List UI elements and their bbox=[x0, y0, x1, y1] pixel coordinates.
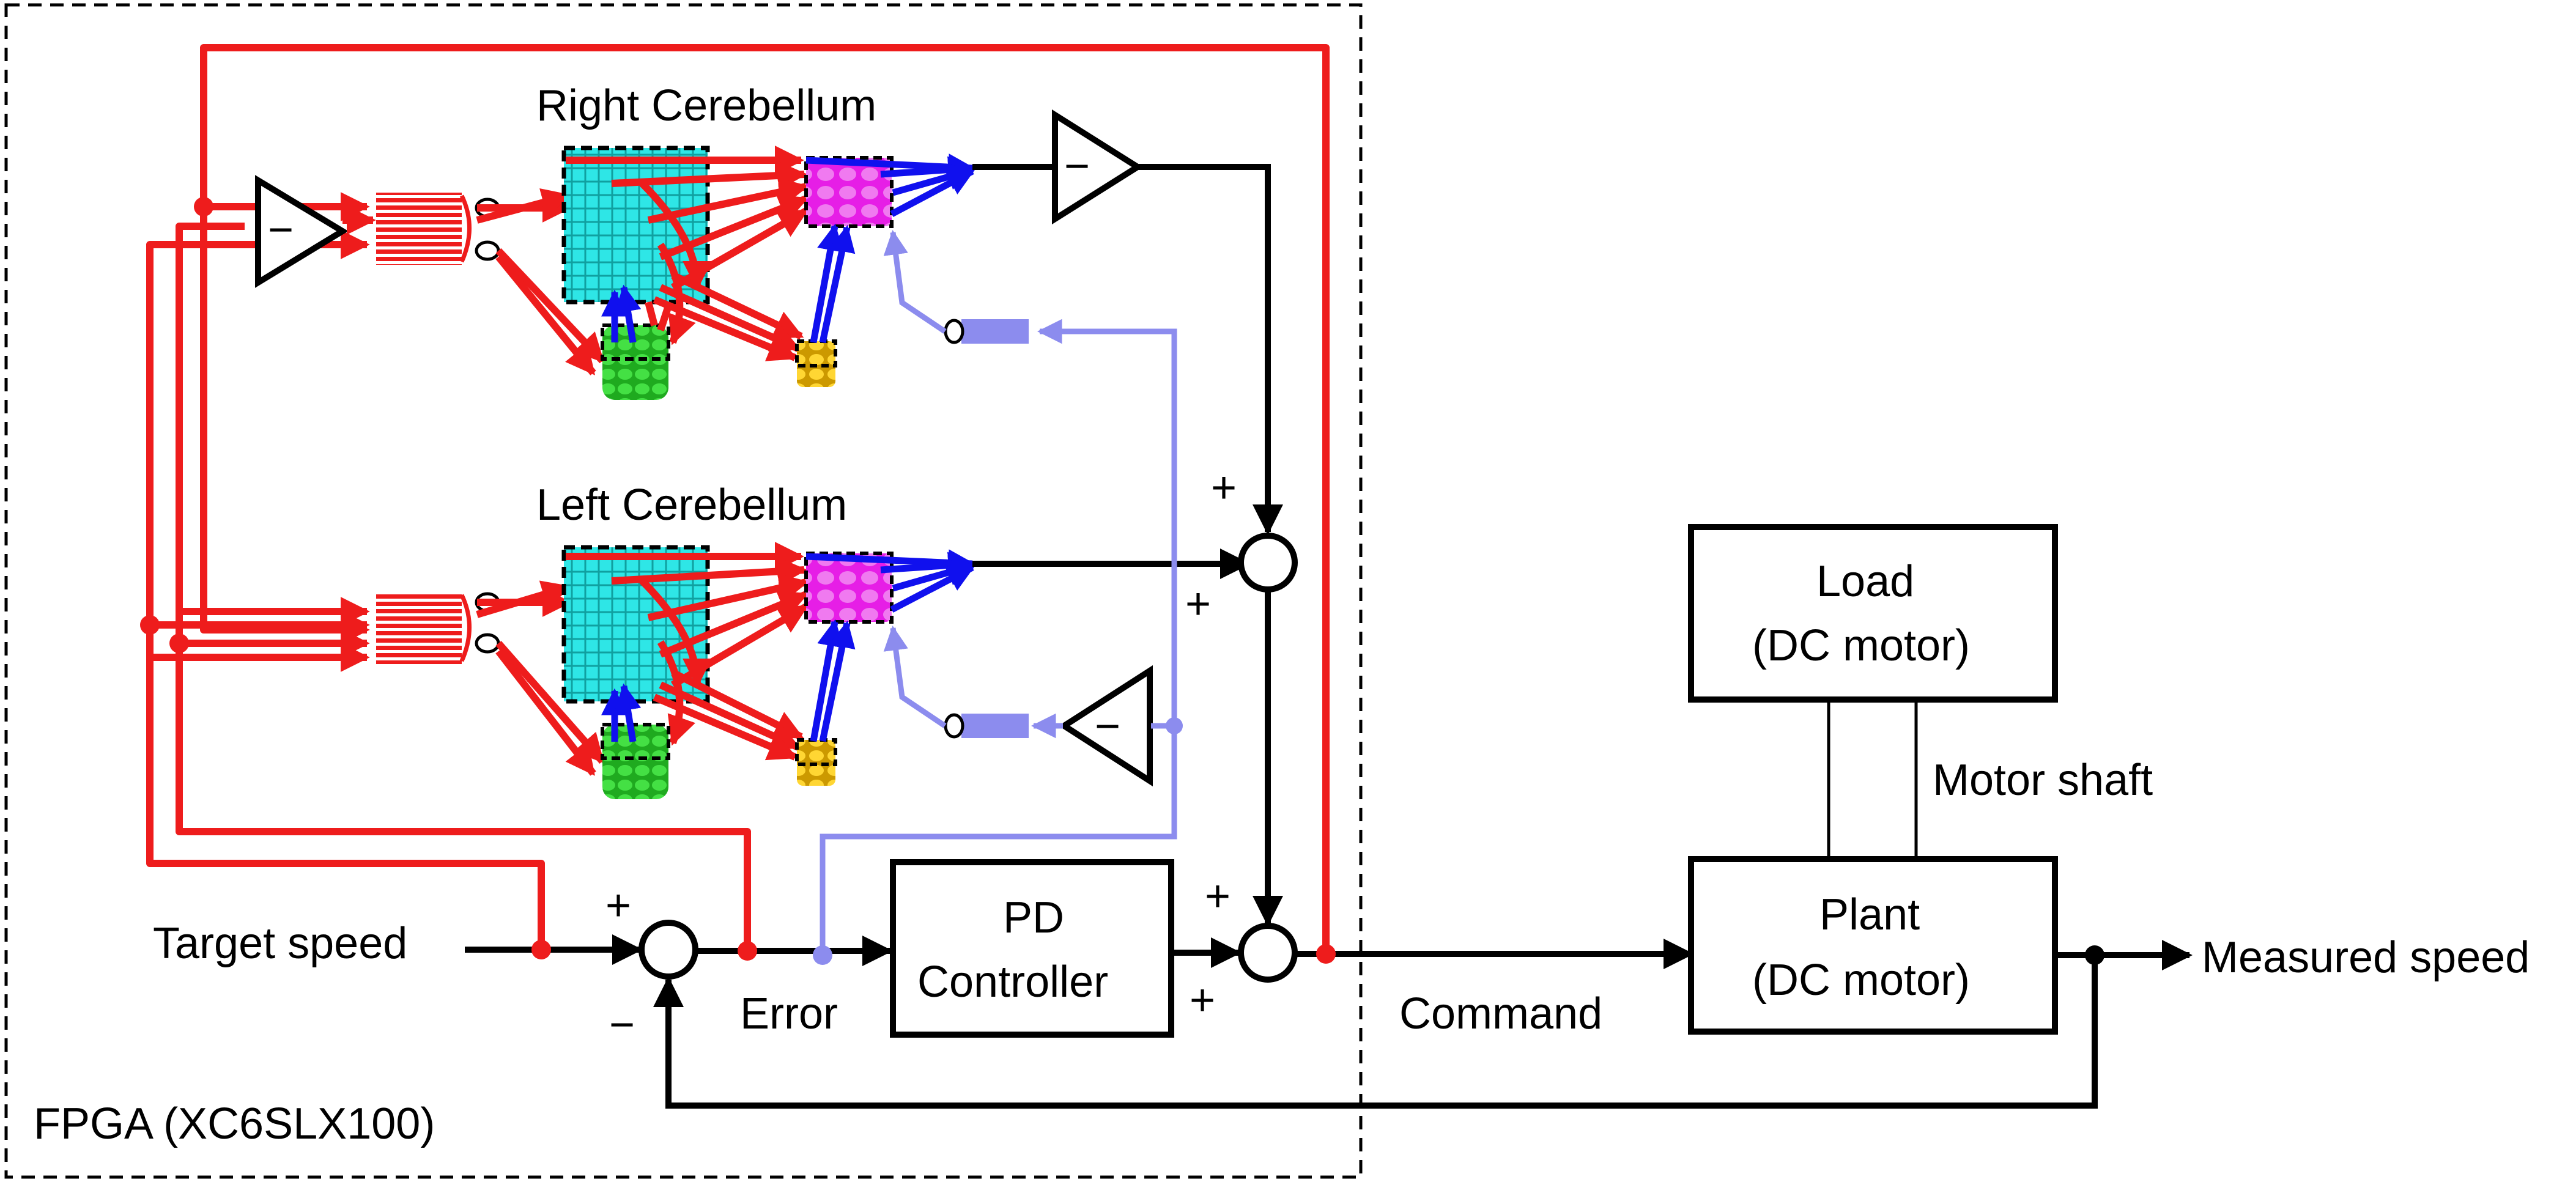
left-golgi-cells bbox=[602, 725, 668, 799]
right-cerebellum: Right Cerebellum − bbox=[255, 81, 1283, 535]
target-speed-label: Target speed bbox=[153, 919, 407, 968]
right-cerebellum-title: Right Cerebellum bbox=[536, 81, 876, 130]
plant-block bbox=[1688, 856, 2058, 1035]
right-output-inverter bbox=[1052, 109, 1144, 225]
sum1-plus-top: + bbox=[1211, 464, 1237, 512]
tap-points bbox=[140, 197, 1336, 965]
plant-label-line2: (DC motor) bbox=[1752, 956, 1970, 1005]
sum1-plus-left: + bbox=[1185, 580, 1211, 629]
load-label-line1: Load bbox=[1816, 557, 1914, 606]
main-signal-path: Target speed Error PD Controller Command… bbox=[153, 524, 2530, 1109]
right-purkinje-cells bbox=[806, 158, 892, 226]
cerebellum-sum-junction bbox=[1238, 533, 1298, 593]
right-input-inverter bbox=[255, 175, 349, 288]
pd-label-line2: Controller bbox=[917, 958, 1108, 1007]
motor-shaft-label: Motor shaft bbox=[1933, 756, 2153, 805]
fpga-boundary bbox=[4, 3, 1363, 1179]
left-error-inverter-minus: − bbox=[1095, 702, 1120, 751]
error-minus: − bbox=[609, 1000, 635, 1049]
load-label-line2: (DC motor) bbox=[1752, 621, 1970, 670]
left-purkinje-cells bbox=[806, 553, 892, 622]
left-mossy-fiber-bundle bbox=[376, 592, 462, 664]
left-error-inverter bbox=[1058, 665, 1153, 787]
pd-label-line1: PD bbox=[1003, 893, 1064, 942]
right-output-inverter-minus: − bbox=[1064, 142, 1090, 191]
right-golgi-cells bbox=[602, 325, 668, 400]
pd-controller-block bbox=[890, 859, 1174, 1038]
error-label: Error bbox=[740, 989, 838, 1038]
error-sum-junction bbox=[638, 920, 698, 980]
error-feedback-lines bbox=[820, 319, 1183, 955]
measured-speed-label: Measured speed bbox=[2202, 933, 2530, 982]
command-label: Command bbox=[1399, 989, 1602, 1038]
right-inverter-minus: − bbox=[268, 205, 294, 254]
command-sum-junction bbox=[1238, 923, 1298, 983]
left-climbing-fiber-source bbox=[961, 714, 1029, 738]
summing-junctions: + + + − + + bbox=[605, 464, 1298, 1049]
command-plus-bottom: + bbox=[1190, 976, 1215, 1025]
right-mossy-fiber-bundle bbox=[376, 193, 462, 265]
command-plus-top: + bbox=[1205, 872, 1231, 921]
left-cerebellum-title: Left Cerebellum bbox=[536, 481, 847, 530]
load-block bbox=[1688, 524, 2058, 703]
plant-label-line1: Plant bbox=[1819, 890, 1920, 939]
right-climbing-fiber-source bbox=[961, 319, 1029, 344]
error-plus: + bbox=[605, 881, 631, 930]
left-cerebellum: Left Cerebellum bbox=[376, 481, 1251, 799]
fpga-label: FPGA (XC6SLX100) bbox=[34, 1099, 435, 1148]
